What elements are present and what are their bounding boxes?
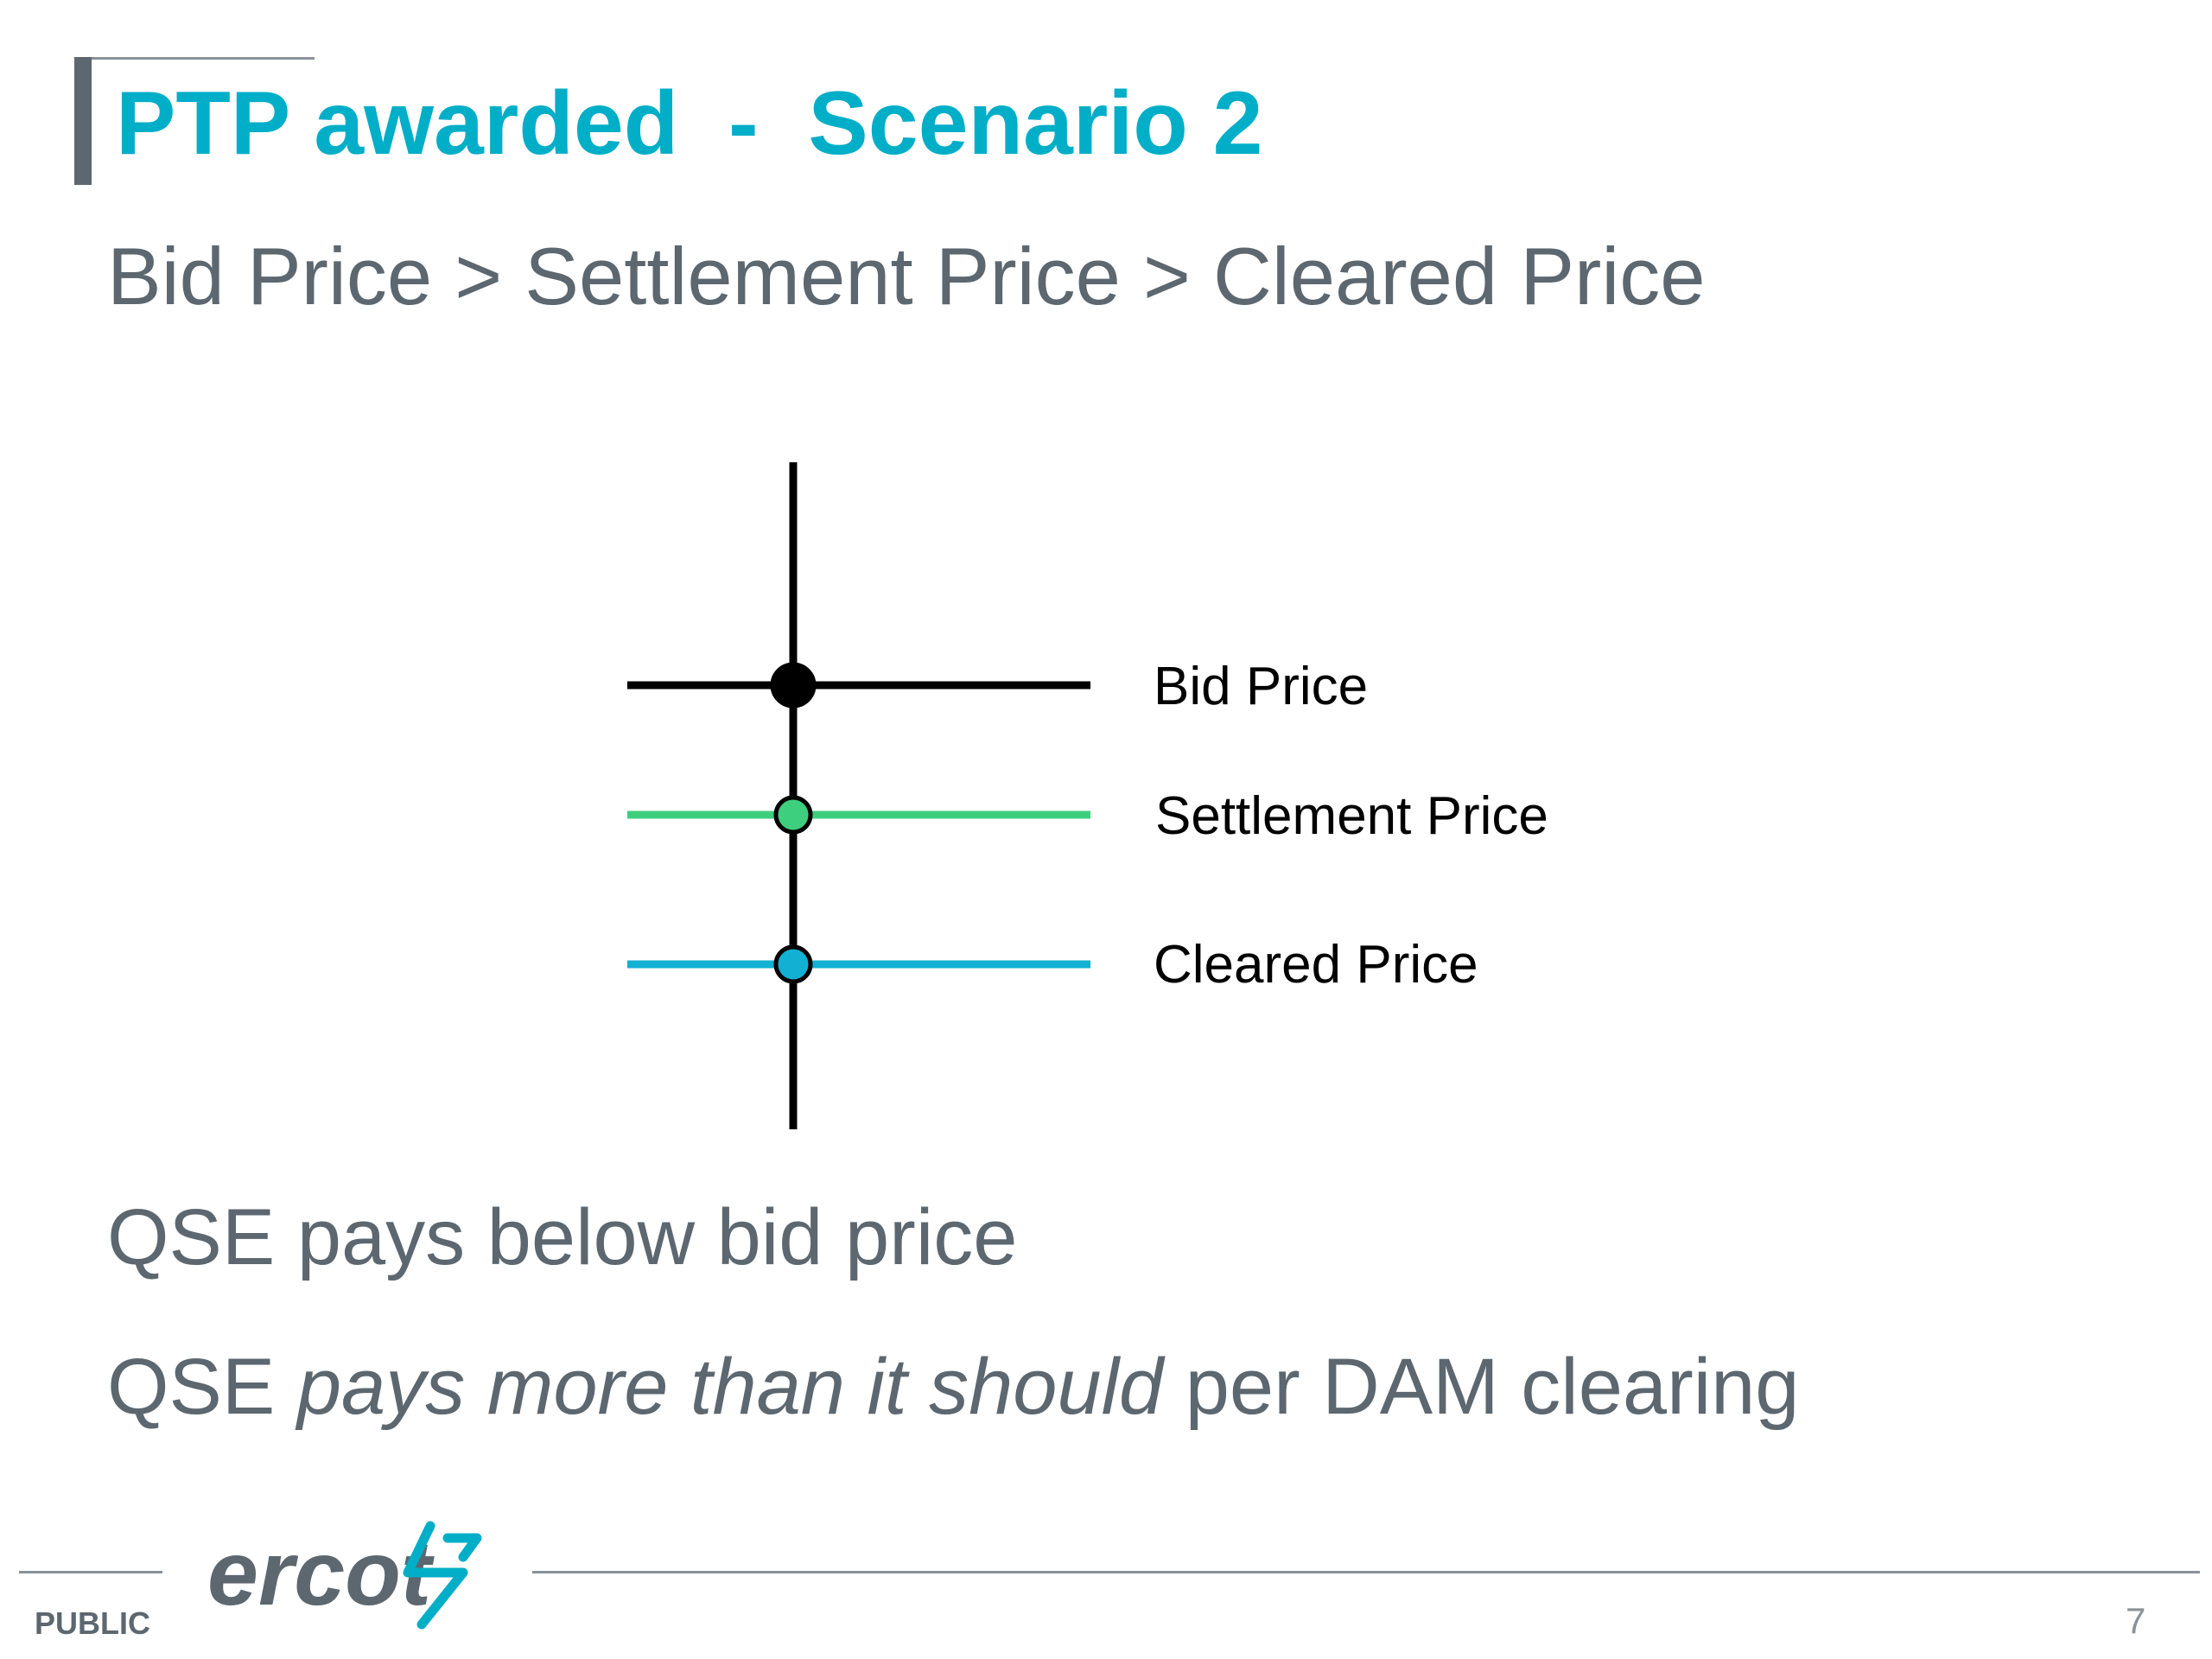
bullet-pays-more: QSE pays more than it should per DAM cle… [107, 1343, 1800, 1431]
footer-divider-right [532, 1571, 2200, 1573]
settlement-price-label: Settlement Price [1155, 786, 1548, 846]
bullet-prefix: QSE [107, 1343, 297, 1431]
settlement-price-marker [773, 795, 813, 835]
bullet-suffix: per DAM clearing [1163, 1343, 1800, 1431]
cleared-price-marker [773, 944, 813, 984]
page-number: 7 [2126, 1600, 2146, 1641]
cleared-price-label: Cleared Price [1154, 935, 1478, 995]
slide-title: PTP awarded - Scenario 2 [116, 73, 1263, 174]
ercot-logo: ercot [207, 1521, 482, 1630]
footer-classification: PUBLIC [35, 1605, 150, 1641]
logo-mark-icon [403, 1521, 482, 1630]
footer-divider-left [19, 1571, 162, 1573]
bullet-pays-below-bid: QSE pays below bid price [107, 1193, 1018, 1281]
bid-price-label: Bid Price [1154, 657, 1369, 716]
logo-wordmark: ercot [207, 1522, 435, 1624]
title-accent-bar [74, 57, 92, 185]
slide-subtitle: Bid Price > Settlement Price > Cleared P… [107, 231, 1706, 321]
bullet-emphasis: pays more than it should [296, 1343, 1164, 1431]
title-accent-top [74, 57, 315, 60]
bid-price-marker [770, 662, 817, 709]
